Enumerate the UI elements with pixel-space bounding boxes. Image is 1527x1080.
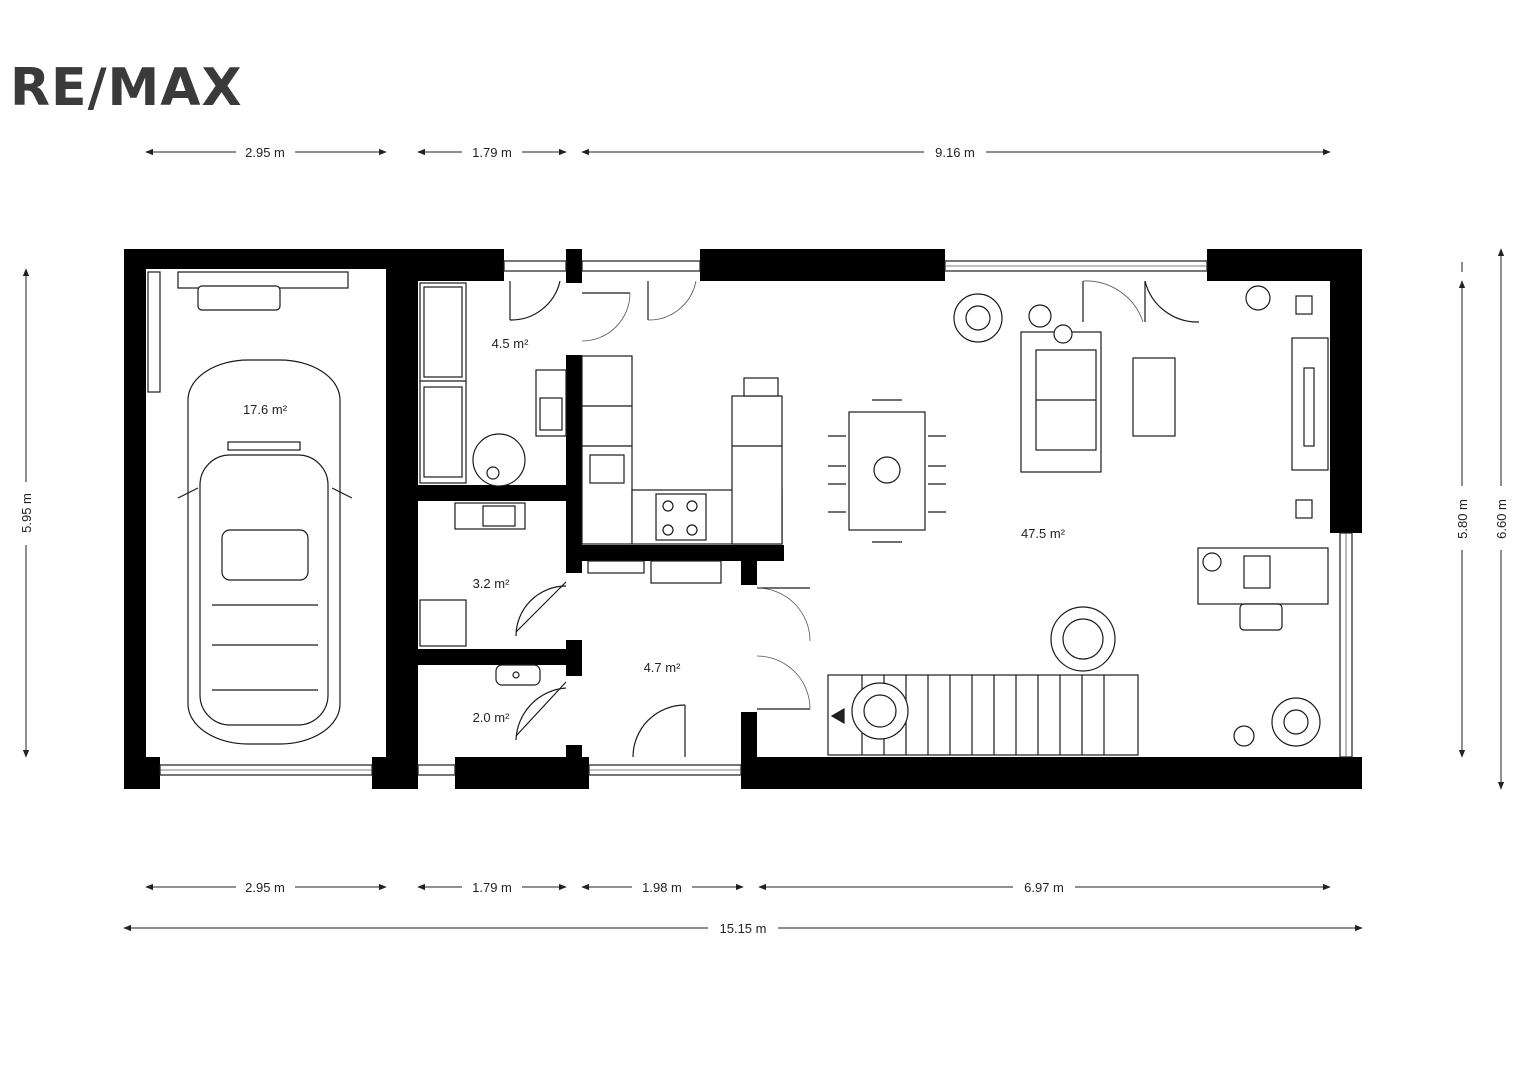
desk-icon [1197, 547, 1329, 631]
room-area-garage: 17.6 m² [243, 402, 288, 417]
car-icon [177, 359, 353, 745]
tv-unit-icon [1291, 295, 1329, 519]
wall-bottom-garage-right [372, 757, 418, 789]
dim-bottom-storage: 1.79 m [472, 880, 512, 895]
dim-bottom-hall: 1.98 m [642, 880, 682, 895]
room-area-hall: 4.7 m² [644, 660, 682, 675]
dim-right-inner-height: 5.80 m [1455, 499, 1470, 539]
kitchen-icon [581, 355, 783, 584]
wall-left [124, 249, 146, 789]
wall-bottom-living [741, 757, 1362, 789]
room-area-storage: 4.5 m² [492, 336, 530, 351]
wall-top-garage [124, 249, 416, 269]
wall-wc-post [566, 640, 582, 676]
wall-kitchen-bottom [566, 545, 784, 561]
wall-right-upper [1330, 249, 1362, 533]
wall-top-post [566, 249, 582, 283]
dim-right-outer-height: 6.60 m [1494, 499, 1509, 539]
wall-hall-right-top [741, 545, 757, 585]
wall-storage-bottom [418, 485, 582, 501]
room-area-wc: 2.0 m² [473, 710, 511, 725]
windows [159, 260, 1353, 776]
workbench-icon [147, 271, 349, 393]
walls [124, 249, 1362, 789]
wall-bottom-wc [455, 757, 589, 789]
dim-top-storage: 1.79 m [472, 145, 512, 160]
wall-top-living [700, 249, 945, 281]
wall-wc-post-bottom [566, 745, 582, 761]
dim-bottom-garage: 2.95 m [245, 880, 285, 895]
room-area-living: 47.5 m² [1021, 526, 1066, 541]
wall-garage-divider [386, 249, 418, 789]
shelving-icon [419, 282, 467, 484]
wall-utility-bottom [418, 649, 582, 665]
doors [509, 280, 1200, 758]
sofa-icon [1020, 331, 1176, 473]
dim-total-width: 15.15 m [720, 921, 767, 936]
utility-fixtures [419, 502, 526, 647]
dimensions: 2.95 m 1.79 m 9.16 m 2.95 m 1.79 m 1.98 … [19, 145, 1509, 936]
wall-bottom-garage-left [124, 757, 160, 789]
room-labels: 17.6 m² 4.5 m² 3.2 m² 2.0 m² 4.7 m² 47.5… [243, 336, 1066, 725]
dim-bottom-living: 6.97 m [1024, 880, 1064, 895]
wall-top-storage [416, 249, 504, 281]
room-area-utility: 3.2 m² [473, 576, 511, 591]
wall-hall-right-bottom [741, 712, 757, 760]
boiler-icon [472, 369, 567, 487]
dim-top-living: 9.16 m [935, 145, 975, 160]
dim-left-height: 5.95 m [19, 493, 34, 533]
dining-table-icon [828, 399, 946, 543]
remax-logo: RE/MAX [10, 58, 243, 118]
dim-top-garage: 2.95 m [245, 145, 285, 160]
plant-icons [851, 285, 1321, 747]
wall-kitchen-left [566, 355, 582, 573]
wc-sink-icon [495, 664, 541, 686]
